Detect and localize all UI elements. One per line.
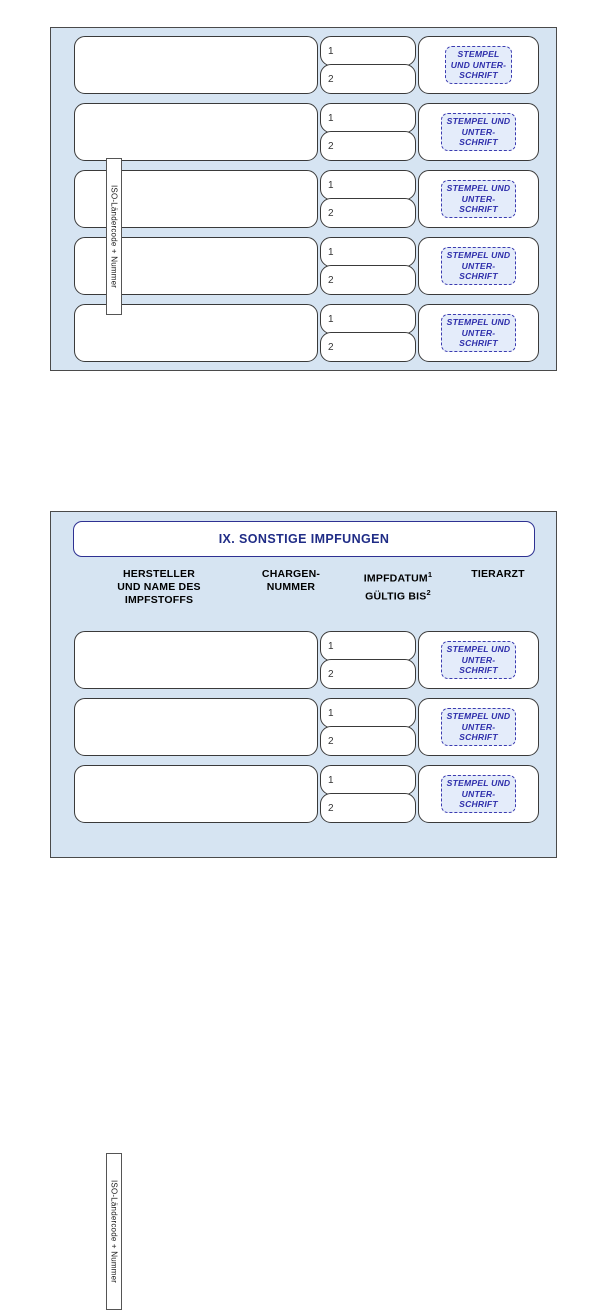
iso-country-code-tab-bottom: ISO-Ländercode + Nummer [106, 1153, 122, 1310]
vaccination-date-field[interactable]: 1 [320, 631, 416, 661]
veterinarian-stamp-field[interactable]: STEMPEL UND UNTER- SCHRIFT [418, 36, 539, 94]
valid-until-date-field[interactable]: 2 [320, 265, 416, 295]
vaccination-date-field[interactable]: 1 [320, 765, 416, 795]
column-header-line: TIERARZT [471, 568, 525, 580]
veterinarian-stamp-field[interactable]: STEMPEL UND UNTER- SCHRIFT [418, 765, 539, 823]
vaccination-date-field[interactable]: 1 [320, 103, 416, 133]
manufacturer-and-vaccine-name-field[interactable] [74, 698, 318, 756]
valid-until-date-field[interactable]: 2 [320, 793, 416, 823]
footnote-marker: 1 [427, 570, 433, 579]
iso-country-code-label: ISO-Ländercode + Nummer [109, 1179, 119, 1284]
section-title-text: IX. SONSTIGE IMPFUNGEN [218, 532, 390, 546]
footnote-marker: 2 [426, 587, 431, 597]
stamp-and-signature-placeholder: STEMPEL UND UNTER- SCHRIFT [440, 314, 517, 352]
veterinarian-stamp-field[interactable]: STEMPEL UND UNTER- SCHRIFT [418, 170, 539, 228]
manufacturer-and-vaccine-name-field[interactable] [74, 103, 318, 161]
column-header-line: HERSTELLER [122, 568, 195, 580]
column-header-line: IMPFSTOFFS [124, 594, 194, 606]
valid-until-date-field[interactable]: 2 [320, 332, 416, 362]
veterinarian-stamp-field[interactable]: STEMPEL UND UNTER- SCHRIFT [418, 698, 539, 756]
section-title-sonstige-impfungen: IX. SONSTIGE IMPFUNGEN [73, 521, 535, 557]
iso-country-code-tab-top: ISO-Ländercode + Nummer [106, 158, 122, 315]
valid-until-date-field[interactable]: 2 [320, 659, 416, 689]
column-header-line: NUMMER [266, 581, 316, 593]
vaccination-date-field[interactable]: 1 [320, 304, 416, 334]
veterinarian-stamp-field[interactable]: STEMPEL UND UNTER- SCHRIFT [418, 103, 539, 161]
stamp-and-signature-placeholder: STEMPEL UND UNTER- SCHRIFT [440, 113, 517, 151]
manufacturer-and-vaccine-name-field[interactable] [74, 36, 318, 94]
manufacturer-and-vaccine-name-field[interactable] [74, 631, 318, 689]
stamp-and-signature-placeholder: STEMPEL UND UNTER- SCHRIFT [440, 180, 517, 218]
valid-until-date-field[interactable]: 2 [320, 198, 416, 228]
column-header-line: CHARGEN- [261, 568, 321, 580]
stamp-and-signature-placeholder: STEMPEL UND UNTER- SCHRIFT [440, 708, 517, 746]
stamp-and-signature-placeholder: STEMPEL UND UNTER- SCHRIFT [440, 247, 517, 285]
veterinarian-stamp-field[interactable]: STEMPEL UND UNTER- SCHRIFT [418, 304, 539, 362]
column-header-line: UND NAME DES [117, 581, 201, 593]
vaccination-date-field[interactable]: 1 [320, 36, 416, 66]
iso-country-code-label: ISO-Ländercode + Nummer [109, 184, 119, 289]
stamp-and-signature-placeholder: STEMPEL UND UNTER- SCHRIFT [440, 775, 517, 813]
veterinarian-stamp-field[interactable]: STEMPEL UND UNTER- SCHRIFT [418, 631, 539, 689]
valid-until-date-field[interactable]: 2 [320, 726, 416, 756]
stamp-and-signature-placeholder: STEMPEL UND UNTER- SCHRIFT [440, 641, 517, 679]
stamp-and-signature-placeholder: STEMPEL UND UNTER- SCHRIFT [444, 46, 513, 84]
vaccination-date-field[interactable]: 1 [320, 698, 416, 728]
valid-until-date-field[interactable]: 2 [320, 64, 416, 94]
vaccination-date-field[interactable]: 1 [320, 237, 416, 267]
column-header-line: GÜLTIG BIS2 [365, 587, 431, 603]
veterinarian-stamp-field[interactable]: STEMPEL UND UNTER- SCHRIFT [418, 237, 539, 295]
vaccination-date-field[interactable]: 1 [320, 170, 416, 200]
column-header-line: IMPFDATUM1 [363, 570, 433, 585]
valid-until-date-field[interactable]: 2 [320, 131, 416, 161]
column-header-1: CHARGEN-NUMMER [239, 568, 343, 618]
column-header-3: TIERARZT [453, 568, 543, 618]
manufacturer-and-vaccine-name-field[interactable] [74, 765, 318, 823]
